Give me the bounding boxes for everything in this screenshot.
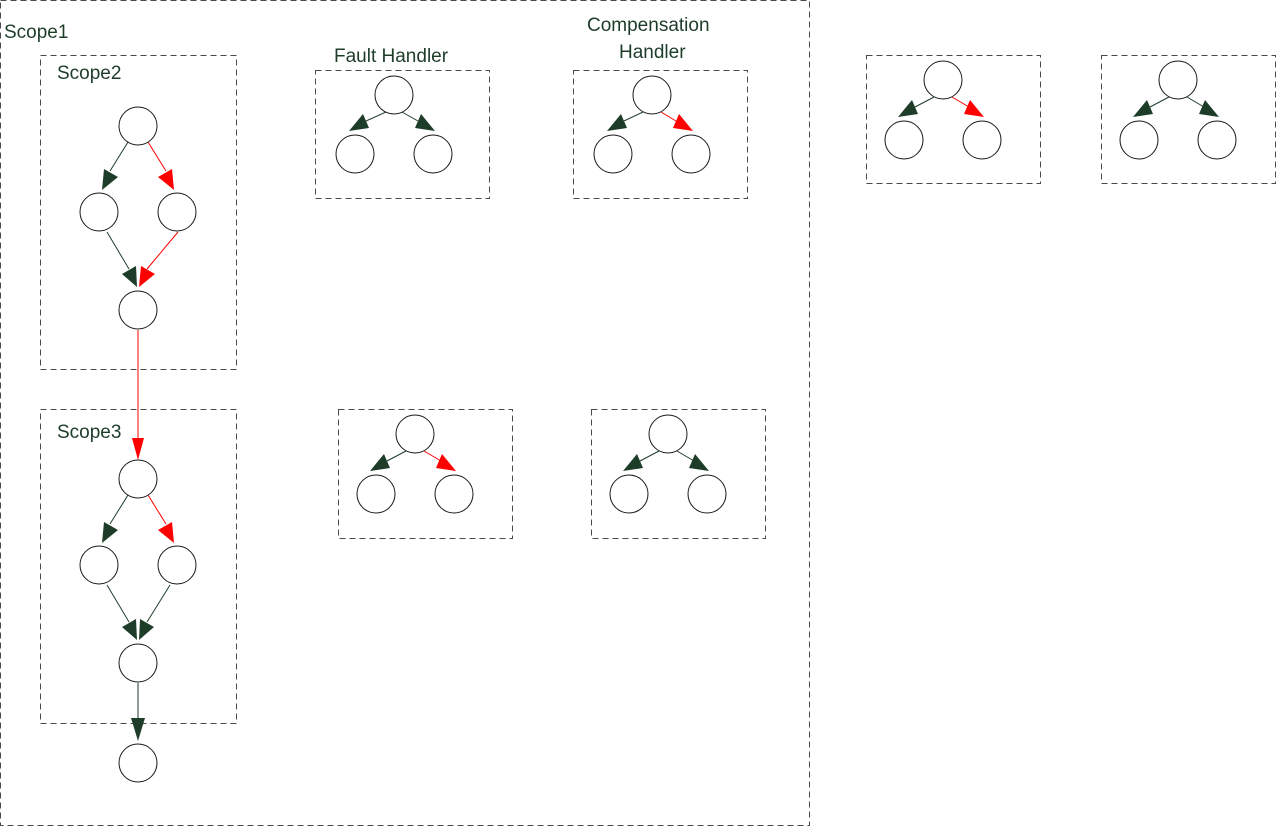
edge-fh-left: [365, 111, 387, 122]
activity-node: [118, 106, 158, 146]
activity-node: [923, 60, 963, 100]
activity-node: [648, 414, 688, 454]
arrowhead: [689, 454, 709, 471]
arrowhead: [898, 100, 918, 117]
arrowhead: [370, 454, 390, 471]
arrowhead: [436, 454, 456, 471]
activity-node: [157, 192, 197, 232]
activity-node: [1158, 60, 1198, 100]
arrowhead: [122, 619, 137, 640]
scope2-box: [40, 55, 237, 370]
edge-s2-top-right: [147, 141, 167, 172]
activity-node: [356, 474, 396, 514]
activity-node: [374, 75, 414, 115]
activity-node: [687, 474, 727, 514]
edge-ch-left: [623, 111, 644, 122]
fault-handler-label: Fault Handler: [334, 46, 449, 67]
compensation-handler-box: [573, 70, 748, 199]
compensation-handler-label-line2: Handler: [619, 42, 686, 63]
edge-s3-top-left: [109, 494, 129, 525]
edge-e1-right: [951, 96, 970, 108]
activity-node: [118, 743, 158, 783]
activity-node: [593, 134, 633, 174]
activity-node: [1119, 120, 1159, 160]
handler-box-lower-right: [591, 409, 766, 539]
edge-e2-right: [1186, 96, 1205, 108]
edge-ch-right: [660, 111, 677, 122]
arrowhead: [158, 169, 174, 190]
activity-node: [884, 120, 924, 160]
scope3-label: Scope3: [57, 422, 121, 443]
activity-node: [962, 120, 1002, 160]
arrowhead: [964, 100, 984, 117]
nodes: [79, 60, 1237, 783]
activity-node: [118, 290, 158, 330]
edge-s3-top-right: [147, 494, 167, 525]
scope3-box: [40, 409, 237, 724]
activity-node: [632, 75, 672, 115]
compensation-handler-label-line1: Compensation: [587, 15, 710, 36]
arrowhead: [102, 522, 118, 543]
activity-node: [395, 414, 435, 454]
activity-node: [79, 192, 119, 232]
arrowhead: [132, 438, 144, 460]
edge-ll-right: [423, 450, 442, 462]
arrowhead: [158, 522, 174, 543]
activity-node: [413, 134, 453, 174]
scope1-label: Scope1: [4, 22, 68, 43]
activity-node: [335, 134, 375, 174]
arrowhead: [131, 718, 145, 741]
edge-lr-left: [639, 450, 660, 462]
arrowhead: [139, 619, 154, 640]
arrowhead: [349, 114, 369, 131]
edge-fh-right: [401, 111, 419, 122]
arrowhead: [623, 454, 643, 471]
edge-s2-left-bottom: [106, 231, 130, 270]
scope2-label: Scope2: [57, 63, 121, 84]
arrowhead: [673, 114, 693, 131]
arrowhead: [102, 169, 118, 190]
edge-e2-left: [1149, 96, 1170, 108]
external-box-1: [866, 55, 1041, 184]
arrowhead: [1199, 100, 1219, 117]
edges: [106, 96, 1205, 722]
edge-ll-left: [386, 450, 407, 462]
arrowhead: [1133, 100, 1153, 117]
scope1-box: [0, 0, 810, 826]
activity-node: [118, 459, 158, 499]
handler-box-lower-left: [338, 409, 513, 539]
edge-s3-left-bottom: [106, 584, 130, 623]
activity-node: [118, 643, 158, 683]
activity-node: [1197, 120, 1237, 160]
activity-node: [79, 545, 119, 585]
edge-s3-right-bottom: [146, 584, 171, 623]
activity-node: [434, 474, 474, 514]
arrowhead: [139, 266, 155, 287]
edge-lr-right: [676, 450, 695, 462]
arrowhead: [122, 266, 137, 287]
edge-s2-right-bottom: [146, 231, 179, 270]
arrowhead: [415, 114, 435, 131]
fault-handler-box: [315, 70, 490, 199]
activity-node: [157, 545, 197, 585]
activity-node: [671, 134, 711, 174]
external-box-2: [1101, 55, 1276, 184]
arrowhead: [607, 114, 627, 131]
edge-s2-top-left: [109, 141, 129, 172]
edge-e1-left: [914, 96, 935, 108]
activity-node: [609, 474, 649, 514]
arrowheads: [102, 100, 1219, 741]
